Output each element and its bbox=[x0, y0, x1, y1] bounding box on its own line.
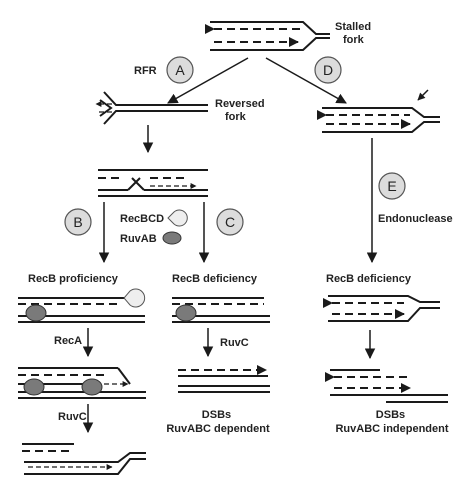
arrow-to-reversed-fork bbox=[167, 57, 249, 104]
pathway-b-badge: B bbox=[64, 208, 92, 236]
pathway-e-letter: E bbox=[387, 178, 396, 194]
endonuclease-label: Endonuclease bbox=[378, 213, 453, 225]
pathway-a-badge: A bbox=[166, 56, 194, 84]
ruvab-oval-icon bbox=[162, 231, 182, 245]
stalled-fork-structure bbox=[205, 21, 330, 51]
branch-e-structure-1 bbox=[323, 295, 440, 322]
reca-label: RecA bbox=[54, 335, 82, 347]
pathway-c-letter: C bbox=[225, 214, 235, 230]
recbcd-label: RecBCD bbox=[120, 213, 164, 225]
branch-b-structure-2 bbox=[18, 367, 146, 399]
branch-e-final-structure bbox=[325, 369, 448, 403]
reversed-fork-structure bbox=[95, 91, 208, 125]
reversed-fork-label: Reversed fork bbox=[215, 98, 268, 123]
pathway-d-letter: D bbox=[323, 62, 333, 78]
pathway-a-letter: A bbox=[175, 62, 185, 78]
branch-d-structure bbox=[317, 107, 440, 133]
branch-c-structure-1 bbox=[172, 297, 270, 323]
pathway-d-badge: D bbox=[314, 56, 342, 84]
ruvc-b-label: RuvC bbox=[58, 411, 87, 423]
pathway-c-badge: C bbox=[216, 208, 244, 236]
ruvc-c-label: RuvC bbox=[220, 337, 249, 349]
branch-b-structure-1 bbox=[18, 288, 146, 323]
holliday-junction-structure bbox=[98, 169, 208, 197]
branch-c-final-structure bbox=[178, 365, 270, 393]
endonuclease-cut-arrow bbox=[417, 89, 429, 101]
pathway-b-letter: B bbox=[73, 214, 82, 230]
arrow-to-branch-d bbox=[265, 57, 347, 104]
ruvab-label: RuvAB bbox=[120, 233, 157, 245]
recbcd-pacman-icon bbox=[167, 209, 188, 227]
dsbs-c-label: DSBs RuvABC dependent bbox=[166, 409, 270, 435]
recb-deficiency-e-title: RecB deficiency bbox=[326, 273, 412, 285]
pathway-e-badge: E bbox=[378, 172, 406, 200]
rfr-label: RFR bbox=[134, 65, 157, 77]
branch-b-final-structure bbox=[22, 443, 146, 475]
stalled-fork-label: Stalled fork bbox=[335, 21, 374, 46]
dsbs-e-label: DSBs RuvABC independent bbox=[335, 409, 448, 435]
recb-deficiency-c-title: RecB deficiency bbox=[172, 273, 258, 285]
recb-proficiency-title: RecB proficiency bbox=[28, 273, 119, 285]
